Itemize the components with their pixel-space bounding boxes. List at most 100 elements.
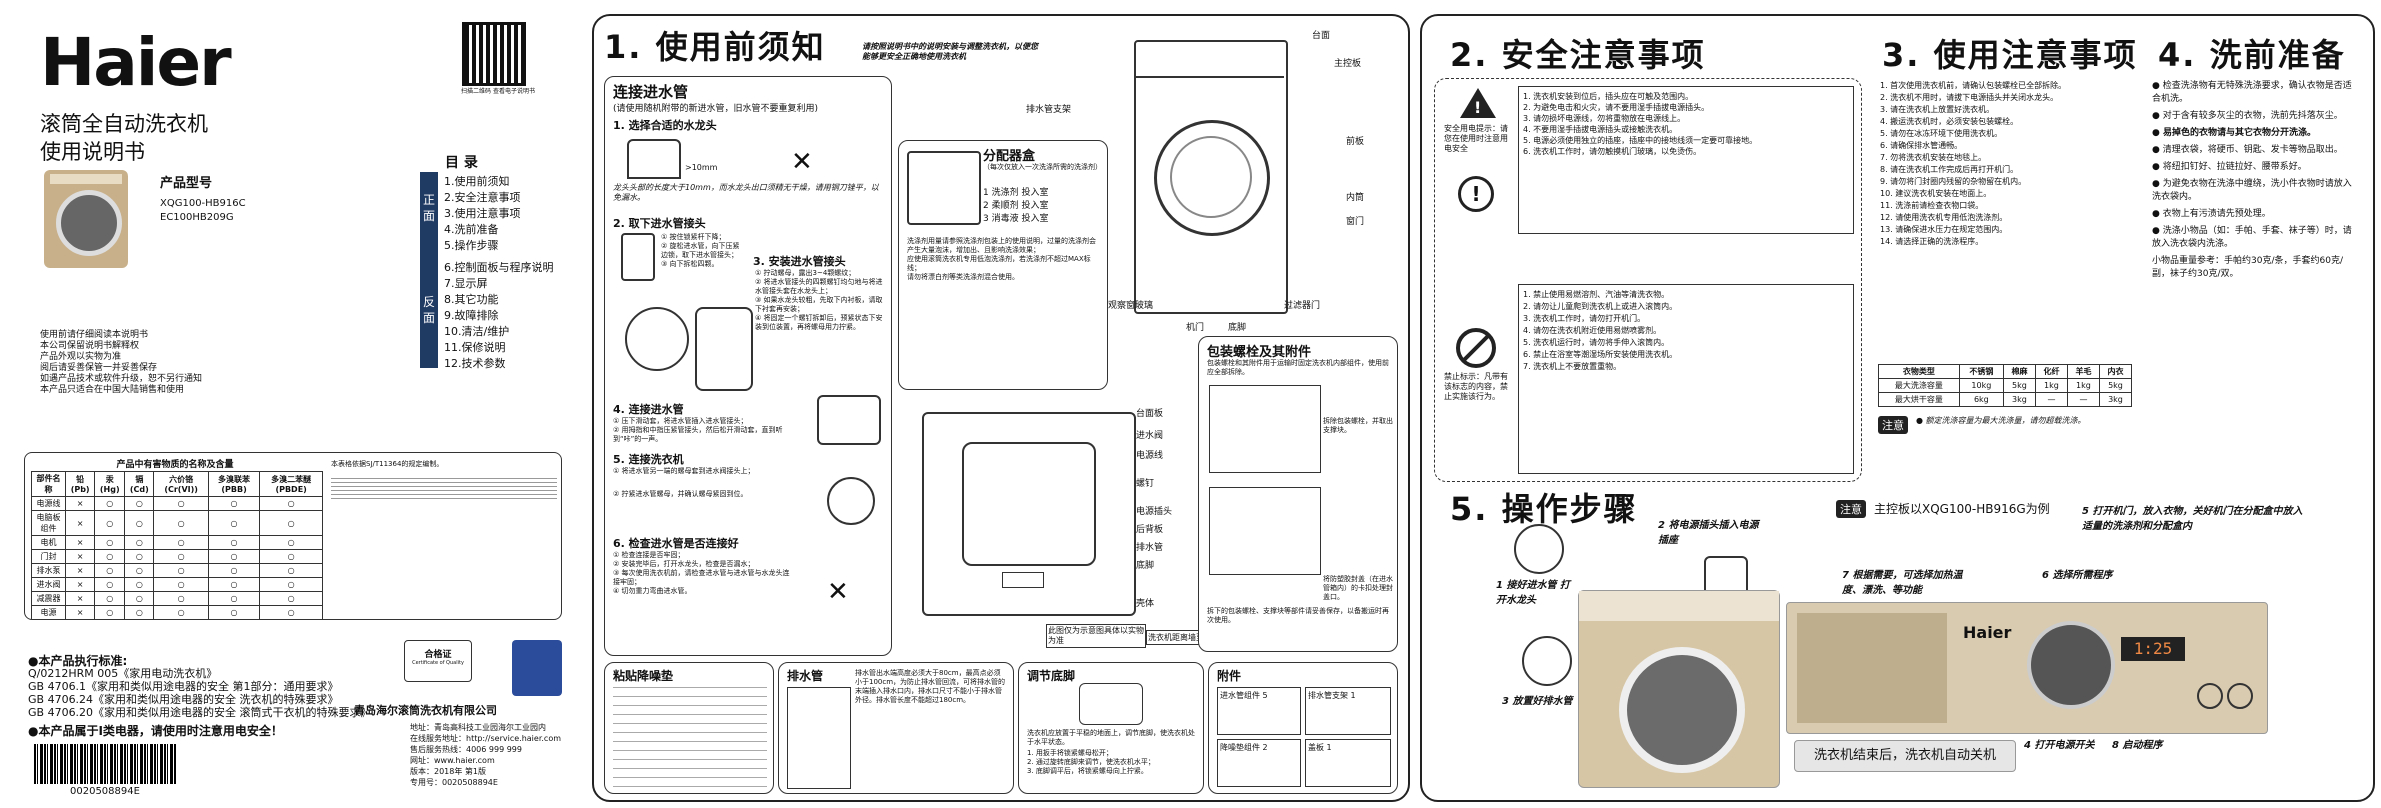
- toxic-table: 部件名称铅(Pb)汞(Hg)镉(Cd)六价铬(Cr(VI))多溴联苯(PBB)多…: [30, 471, 323, 621]
- warn-item: 3. 请勿损坏电源线，勿将重物放在电源线上。: [1523, 114, 1686, 123]
- prohibit-icon: [1456, 328, 1496, 368]
- level-item: 2. 通过旋转底脚来调节，使洗衣机水平；: [1027, 758, 1155, 766]
- drawer-title: 分配器盒: [983, 149, 1036, 164]
- pack-step3: 拆下的包装螺栓、支撑块等部件请妥善保存，以备搬运时再次使用。: [1207, 607, 1389, 624]
- toc-item[interactable]: 12.技术参数: [444, 357, 506, 370]
- s3-item: 6. 请确保排水管通畅。: [1880, 141, 1963, 150]
- toc-item[interactable]: 6.控制面板与程序说明: [444, 261, 554, 274]
- toc-item[interactable]: 8.其它功能: [444, 293, 499, 306]
- drawer-bullet: 应使用滚筒洗衣机专用低泡洗涤剂，若洗涤剂不超过MAX标线；: [907, 255, 1091, 272]
- step5-item: ① 将进水管另一端的螺母套到进水阀接头上；: [613, 467, 755, 475]
- toxic-table-box: 产品中有害物质的名称及含量 部件名称铅(Pb)汞(Hg)镉(Cd)六价铬(Cr(…: [24, 452, 562, 620]
- acc-box: 附件 进水管组件 5 排水管支架 1 降噪垫组件 2 盖板 1: [1208, 662, 1398, 794]
- caution-item: 1. 禁止使用易燃溶剂、汽油等清洗衣物。: [1523, 290, 1670, 299]
- front-part-label: 过滤器门: [1284, 301, 1321, 311]
- warn-item: 5. 电源必须使用独立的插座，插座中的接地线须一定要可靠接地。: [1523, 136, 1758, 145]
- step4-item: ② 用拇指和中指压紧管接头，然后松开滑动套，直到听到“咔”的一声。: [613, 426, 783, 443]
- toxic-note: 本表格依据SJ/T11364的规定编制。: [331, 460, 444, 468]
- warn-item: 2. 为避免电击和火灾，请不要用湿手插拔电源插头。: [1523, 103, 1710, 112]
- capacity-header-cell: 羊毛: [2066, 364, 2100, 379]
- toxic-cell: ○: [153, 605, 209, 619]
- step-7: 7 根据需要，可选择加热温度、漂洗、等功能: [1842, 570, 1963, 596]
- step-6: 6 选择所需程序: [2042, 570, 2113, 581]
- toc-item[interactable]: 4.洗前准备: [444, 223, 499, 236]
- capacity-header-cell: 棉麻: [2002, 364, 2036, 379]
- power-button[interactable]: [2197, 683, 2223, 709]
- cover-note: 产品外观以实物为准: [40, 352, 122, 362]
- rear-part-label: 螺钉: [1136, 479, 1155, 489]
- capacity-header-cell: 化纤: [2034, 364, 2068, 379]
- cover-note: 本产品只适合在中国大陆销售和使用: [40, 385, 185, 395]
- capacity-cell: 10kg: [1958, 378, 2004, 393]
- step1-title: 1. 选择合适的水龙头: [613, 119, 717, 132]
- pack-step1-icon: [1209, 385, 1321, 473]
- step-3: 3 放置好排水管: [1502, 696, 1573, 707]
- standard-item: GB 4706.24《家用和类似用途电器的安全 洗衣机的特殊要求》: [28, 693, 339, 706]
- start-button[interactable]: [2227, 683, 2253, 709]
- connect-note: (请使用随机附带的新进水管，旧水管不要重复利用): [613, 104, 819, 114]
- company-name: 青岛海尔滚筒洗衣机有限公司: [354, 704, 497, 717]
- kink-wrong-icon: ✕: [827, 577, 849, 607]
- washer-rear-drawing: [902, 402, 1182, 640]
- service-website[interactable]: 在线服务地址：http://service.haier.com: [410, 734, 562, 743]
- faucet-icon: [627, 139, 681, 179]
- s4-title: 4. 洗前准备: [2158, 36, 2346, 74]
- toc-item[interactable]: 3.使用注意事项: [444, 207, 521, 220]
- toxic-cell: ○: [94, 605, 126, 619]
- toxic-cell: ○: [207, 591, 261, 606]
- washer-front-drawing: [1124, 30, 1294, 330]
- toxic-cell: 排水泵: [30, 563, 67, 578]
- front-part-label: 机门: [1186, 323, 1205, 333]
- s5-note-tag: 注意: [1836, 500, 1866, 518]
- toxic-cell: ○: [94, 591, 126, 606]
- front-part-label: 台面: [1312, 31, 1331, 41]
- drain-text: 排水管出水端高度必须大于80cm，最高点必须小于100cm，为防止排水管回流，可…: [855, 669, 1006, 704]
- s4-item: ● 检查洗涤物有无特殊洗涤要求，确认衣物是否适合机洗。: [2152, 81, 2352, 104]
- s3-item: 1. 首次使用洗衣机前，请确认包装螺栓已全部拆除。: [1880, 81, 2067, 90]
- table-row: 进水阀×○○○○○: [30, 577, 323, 592]
- step5-list: ① 将进水管另一端的螺母套到进水阀接头上； ② 拧紧进水管螺母，并确认螺母紧固到…: [613, 467, 883, 499]
- toxic-cell: ○: [207, 577, 261, 592]
- standards-title: ●本产品执行标准:: [28, 654, 128, 668]
- capacity-cell: —: [2066, 392, 2100, 407]
- toc-item[interactable]: 10.清洁/维护: [444, 325, 510, 338]
- toc-item[interactable]: 1.使用前须知: [444, 175, 510, 188]
- capacity-header-cell: 内衣: [2098, 364, 2133, 379]
- toxic-cell: ○: [207, 549, 261, 564]
- toxic-cell: ○: [153, 549, 209, 564]
- step1-dim: >10mm: [685, 163, 718, 172]
- drawer-bullet: 请勿将漂白剂等类洗涤剂混合使用。: [907, 273, 1019, 281]
- product-code: 专用号：0020508894E: [410, 778, 498, 787]
- program-dial[interactable]: [2027, 621, 2115, 709]
- s4-item: ● 对于含有较多灰尘的衣物，洗前先抖落灰尘。: [2152, 111, 2343, 121]
- capacity-cell: 5kg: [2002, 378, 2036, 393]
- toc-item[interactable]: 2.安全注意事项: [444, 191, 521, 204]
- warn-item: 1. 洗衣机安装到位后，插头应在可触及范围内。: [1523, 92, 1694, 101]
- toxic-cell: ×: [65, 549, 96, 564]
- s3-item: 14. 请选择正确的洗涤程序。: [1880, 237, 1984, 246]
- toc-item[interactable]: 7.显示屏: [444, 277, 488, 290]
- drawer-items: 1 洗涤剂 投入室 2 柔顺剂 投入室 3 消毒液 投入室: [983, 187, 1048, 226]
- caution-item: 6. 禁止在浴室等潮湿场所安装使用洗衣机。: [1523, 350, 1678, 359]
- barcode: [34, 744, 176, 784]
- toxic-header-cell: 镉(Cd): [124, 471, 155, 497]
- s3-list: 1. 首次使用洗衣机前，请确认包装螺栓已全部拆除。 2. 洗衣机不用时，请拔下电…: [1880, 80, 2130, 248]
- front-part-label: 主控板: [1334, 59, 1362, 69]
- toc-item[interactable]: 11.保修说明: [444, 341, 506, 354]
- rear-part-label: 电源插头: [1136, 507, 1173, 517]
- step6-item: ② 安装完毕后，打开水龙头，检查是否漏水；: [613, 560, 755, 568]
- toxic-cell: 电源线: [30, 496, 67, 511]
- toxic-cell: ○: [124, 605, 155, 619]
- website[interactable]: 网址：www.haier.com: [410, 756, 495, 765]
- section1-panel: 1. 使用前须知 请按照说明书中的说明安装与调整洗衣机，以便您能够更安全正确地使…: [592, 14, 1410, 802]
- toxic-cell: 电线组件: [32, 620, 66, 621]
- toxic-header-cell: 多溴二苯醚(PBDE): [259, 471, 323, 497]
- drain-title: 排水管: [787, 669, 824, 683]
- warning-icon: [1460, 88, 1496, 118]
- toc-item[interactable]: 5.操作步骤: [444, 239, 499, 252]
- level-item: 1. 用扳手将锁紧螺母松开；: [1027, 749, 1113, 757]
- joint-detail-icon-2: [695, 307, 753, 391]
- toxic-cell: 电机: [30, 535, 67, 550]
- toc-item[interactable]: 9.故障排除: [444, 309, 499, 322]
- toxic-cell: ×: [65, 563, 96, 578]
